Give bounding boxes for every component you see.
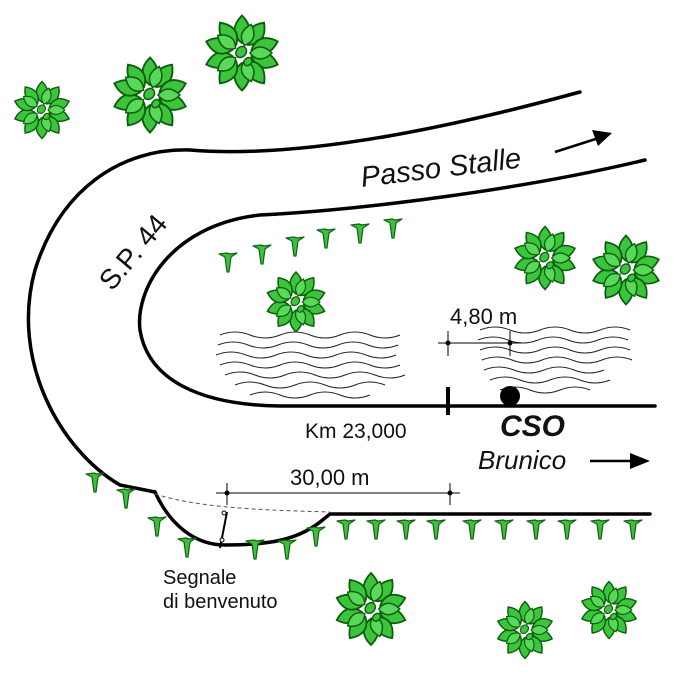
grass-tuft-icon [383,218,403,239]
bush-icon [12,80,72,140]
grass-tuft-icon [366,519,386,540]
bush-icon [111,56,190,134]
distance-dimension: 30,00 m [216,465,460,505]
grass-tuft-icon [277,539,297,560]
grass-tuft-icon [316,228,336,249]
label-width-measure: 4,80 m [450,304,517,329]
grass-tuft-icon [557,519,577,540]
trees [12,14,662,660]
road-edge-inner-top [137,158,657,408]
grass-tuft-icon [462,519,482,540]
grass-tuft-icon [396,519,416,540]
bush-icon [512,225,578,291]
label-distance-measure: 30,00 m [290,465,370,490]
label-sign-line2: di benvenuto [163,591,278,613]
road-sp44 [26,90,657,547]
bush-icon [590,234,662,306]
grass-tuft-icon [147,516,167,537]
bush-icon [203,14,282,92]
grass-tuft-icon [590,519,610,540]
station-dot-icon [500,386,520,406]
welcome-sign-icon [219,510,228,549]
bush-icon [495,600,555,660]
label-sp44: S.P. 44 [93,208,173,296]
grass-tuft-icon [116,488,136,509]
grass-tuft-icon [177,537,197,558]
road-edge-outer-top [26,90,582,494]
grass-tuft-icon [426,519,446,540]
direction-arrow-icon [554,130,612,154]
label-passo-stalle: Passo Stalle [359,143,523,194]
direction-arrow-icon [590,453,650,469]
grass-tuft-icon [526,519,546,540]
width-dimension: 4,80 m [438,304,522,356]
label-sign-line1: Segnale [163,567,236,589]
grass-tuft-icon [494,519,514,540]
label-cso: CSO [500,410,565,443]
label-km-marker: Km 23,000 [305,420,407,443]
grass-tuft-icon [285,236,305,257]
grass-tuft-icon [350,223,370,244]
bush-icon [579,580,639,640]
label-brunico: Brunico [478,445,566,475]
grass-tuft-icon [218,252,238,273]
hatch-area [215,326,633,399]
road-edge-bottom [153,490,652,547]
grass-tuft-icon [306,526,326,547]
grass-tuft-icon [623,519,643,540]
dashed-reference-line [154,493,331,513]
grass-tuft-icon [336,519,356,540]
bush-icon [333,571,409,646]
grass-tuft-icon [252,244,272,265]
grass-tuft-icon [85,472,105,493]
bush-icon [264,270,328,333]
